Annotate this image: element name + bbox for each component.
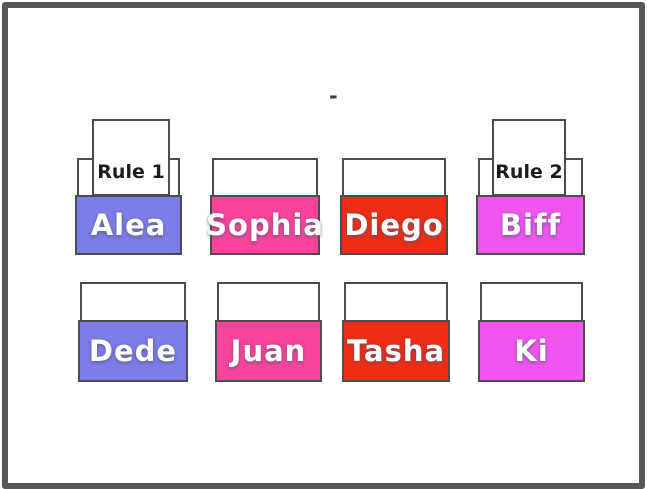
cup-diego[interactable]: Diego — [340, 158, 448, 255]
rule-card-2[interactable]: Rule 2 — [492, 119, 566, 196]
cup-diego-name-label: Diego — [344, 208, 444, 242]
cup-biff-fill[interactable]: Biff — [476, 195, 585, 255]
cup-ki[interactable]: Ki — [478, 282, 585, 382]
cup-tasha-fill[interactable]: Tasha — [342, 320, 450, 382]
cup-juan-fill[interactable]: Juan — [215, 320, 322, 382]
cup-ki-empty-top — [480, 282, 583, 320]
rule-card-1[interactable]: Rule 1 — [92, 119, 170, 196]
cup-sophia-empty-top — [212, 158, 318, 195]
cup-juan[interactable]: Juan — [215, 282, 322, 382]
cup-dede-empty-top — [80, 282, 186, 320]
cup-alea-fill[interactable]: Alea — [75, 195, 182, 255]
cup-biff-name-label: Biff — [499, 208, 562, 242]
cup-tasha-empty-top — [344, 282, 448, 320]
cup-ki-name-label: Ki — [514, 334, 549, 368]
cup-tasha[interactable]: Tasha — [342, 282, 450, 382]
cup-tasha-name-label: Tasha — [346, 334, 446, 368]
cup-sophia-fill[interactable]: Sophia — [206, 195, 323, 255]
cup-sophia-name-label: Sophia — [206, 208, 324, 242]
cup-ki-fill[interactable]: Ki — [478, 320, 585, 382]
cup-alea-name-label: Alea — [90, 208, 167, 242]
cup-juan-empty-top — [217, 282, 320, 320]
stray-dash: - — [329, 84, 338, 108]
cup-dede-fill[interactable]: Dede — [78, 320, 188, 382]
cup-diego-fill[interactable]: Diego — [340, 195, 448, 255]
cup-juan-name-label: Juan — [230, 334, 307, 368]
cup-dede-name-label: Dede — [88, 334, 178, 368]
cup-sophia[interactable]: Sophia — [206, 158, 323, 255]
rule-card-1-label: Rule 1 — [97, 161, 165, 183]
cup-diego-empty-top — [342, 158, 446, 195]
cup-dede[interactable]: Dede — [78, 282, 188, 382]
rule-card-2-label: Rule 2 — [495, 161, 563, 183]
